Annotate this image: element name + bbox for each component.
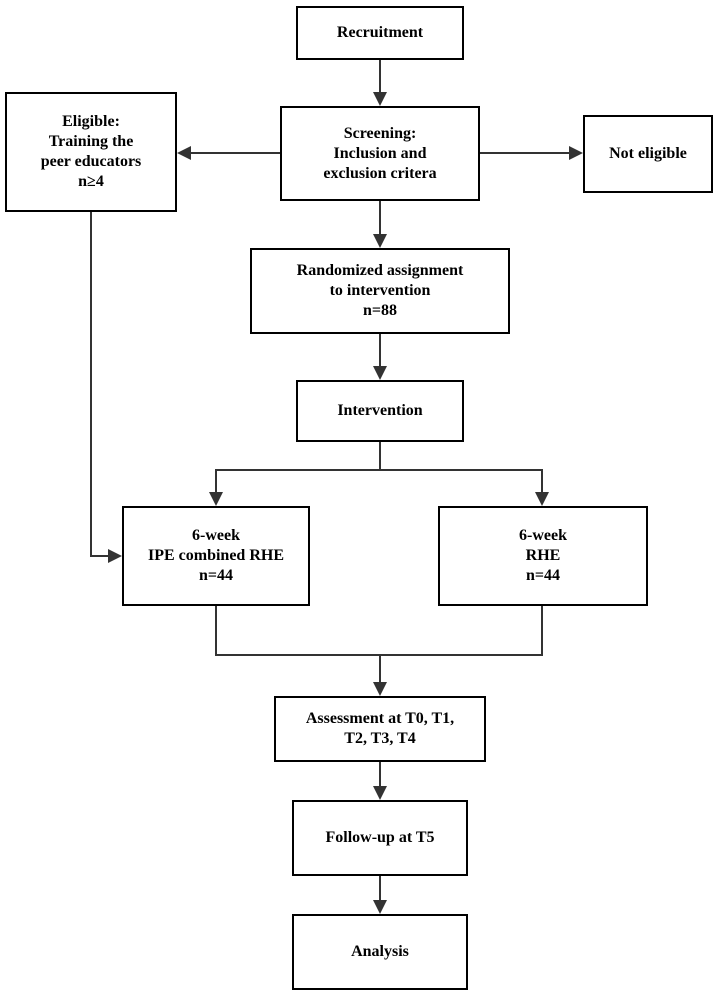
followup-line-1: Follow-up at T5 [325, 829, 435, 846]
randomized-line-2: to intervention [329, 282, 431, 299]
recruitment-line-1: Recruitment [336, 24, 424, 41]
screening-line-2: Inclusion and [333, 144, 427, 162]
rhe-box: 6-week RHE n=44 [438, 506, 648, 606]
connector-arms-merge [215, 606, 543, 656]
eligible-line-4: n≥4 [78, 173, 104, 190]
connector-intervention-rhe [380, 469, 543, 496]
arrowhead-followup [373, 786, 387, 800]
not-eligible-line-1: Not eligible [609, 145, 687, 162]
not-eligible-box: Not eligible [583, 115, 713, 193]
intervention-box: Intervention [296, 380, 464, 442]
analysis-box: Analysis [292, 914, 468, 990]
ipe-rhe-line-3: n=44 [198, 567, 233, 584]
recruitment-box: Recruitment [296, 6, 464, 60]
assessment-box: Assessment at T0, T1, T2, T3, T4 [274, 696, 486, 762]
rhe-line-2: RHE [525, 547, 561, 564]
arrowhead-eligible-ipe [108, 549, 122, 563]
followup-box: Follow-up at T5 [292, 800, 468, 876]
arrowhead-assessment [373, 682, 387, 696]
arrowhead-randomized [373, 234, 387, 248]
assessment-line-2: T2, T3, T4 [344, 730, 416, 747]
arrowhead-eligible [177, 146, 191, 160]
intervention-line-1: Intervention [337, 402, 423, 419]
arrowhead-analysis [373, 900, 387, 914]
arrowhead-not-eligible [569, 146, 583, 160]
eligible-line-3: peer educators [40, 153, 142, 170]
eligible-line-1: Eligible: [62, 113, 120, 130]
assessment-line-1: Assessment at T0, T1, [305, 710, 455, 727]
randomized-line-3: n=88 [362, 302, 397, 319]
screening-line-3: exclusion critera [323, 164, 437, 182]
randomized-box: Randomized assignment to intervention n=… [250, 248, 510, 334]
arrowhead-screening [373, 92, 387, 106]
arrowhead-intervention [373, 366, 387, 380]
connector-eligible-ipe-rhe [90, 212, 112, 557]
ipe-rhe-line-2: IPE combined RHE [147, 547, 284, 564]
ipe-rhe-line-1: 6-week [192, 527, 240, 544]
rhe-line-3: n=44 [525, 567, 560, 584]
screening-box: Screening: Inclusion and exclusion crite… [280, 106, 480, 201]
screening-line-1: Screening: [343, 124, 417, 142]
rhe-line-1: 6-week [519, 527, 567, 544]
eligible-line-2: Training the [48, 133, 134, 150]
eligible-box: Eligible: Training the peer educators n≥… [5, 92, 177, 212]
ipe-rhe-box: 6-week IPE combined RHE n=44 [122, 506, 310, 606]
analysis-line-1: Analysis [351, 943, 409, 960]
connector-intervention-split [215, 442, 381, 496]
arrowhead-ipe-rhe [209, 492, 223, 506]
arrowhead-rhe [535, 492, 549, 506]
randomized-line-1: Randomized assignment [296, 262, 464, 279]
